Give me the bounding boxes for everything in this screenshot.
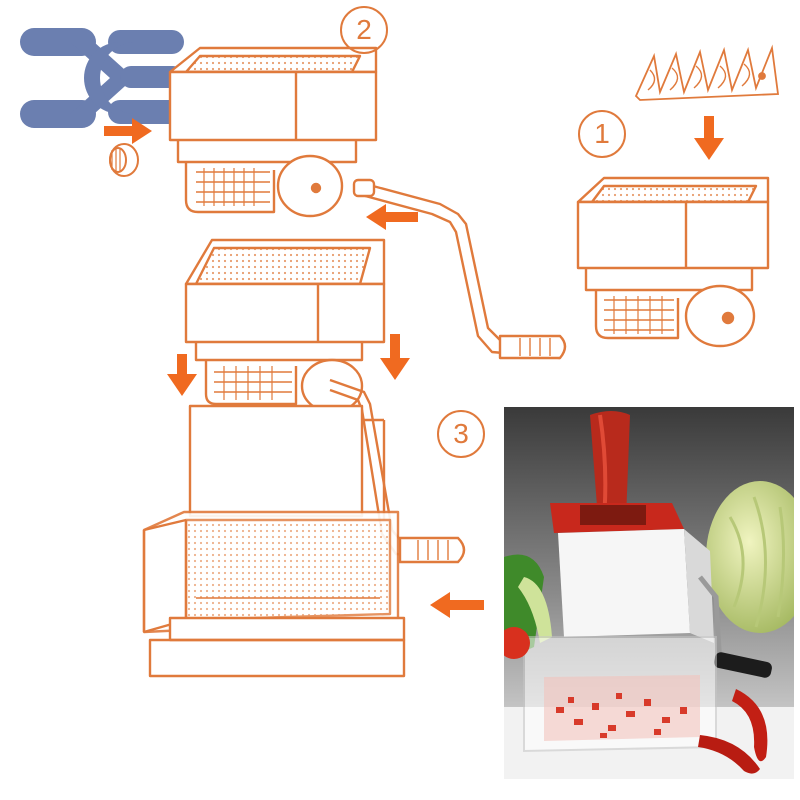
- step-2-label: 2: [340, 6, 388, 54]
- arrow-right-icon: [104, 118, 152, 144]
- crank-assembled: [329, 378, 466, 564]
- nut-icon: [109, 143, 139, 177]
- blade-set-icon: [634, 44, 780, 101]
- hopper-step2: [168, 46, 378, 218]
- cabbage-icon: [706, 481, 794, 633]
- machine-body: [142, 404, 406, 678]
- step-3-label: 3: [437, 410, 485, 458]
- arrow-left-icon: [366, 204, 418, 230]
- hopper-step3: [184, 238, 386, 414]
- product-photo: [504, 407, 794, 779]
- arrow-left-icon: [430, 592, 484, 618]
- crank-handle-icon: [352, 178, 567, 360]
- arrow-down-icon: [694, 116, 724, 160]
- arrow-down-icon: [167, 334, 410, 396]
- brand-logo-icon: [20, 28, 184, 128]
- hopper-step1: [576, 176, 770, 348]
- chili-pepper-icon: [732, 689, 768, 762]
- step-1-label: 1: [578, 110, 626, 158]
